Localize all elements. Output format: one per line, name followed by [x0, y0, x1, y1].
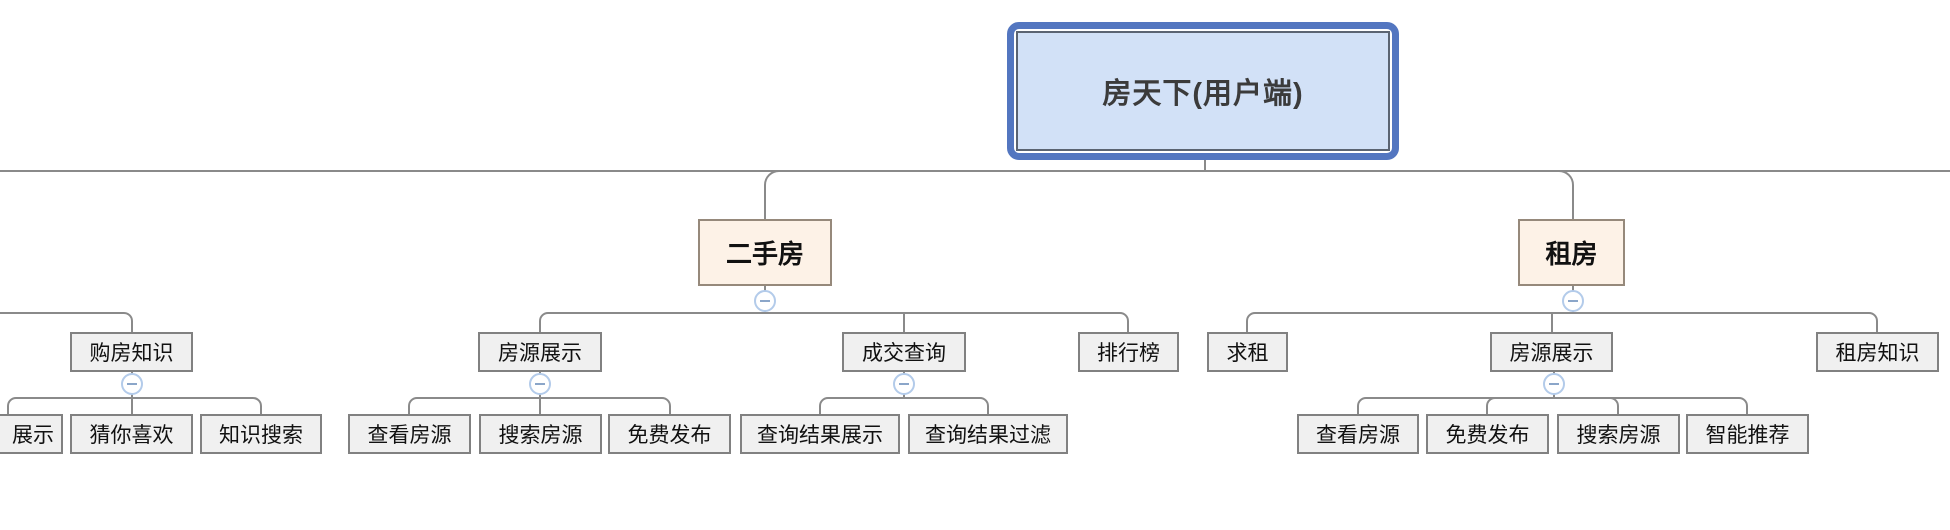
collapse-button-rent-listing[interactable] [1543, 373, 1565, 395]
node-sh-view-listing[interactable]: 查看房源 [348, 414, 471, 454]
node-rent-free-post[interactable]: 免费发布 [1426, 414, 1549, 454]
elbow-query-result-display [819, 397, 904, 414]
minus-icon [899, 383, 909, 385]
root-selection-ring: 房天下(用户端) [1007, 22, 1399, 160]
minus-icon [127, 383, 137, 385]
minus-icon [1549, 383, 1559, 385]
node-rent-knowledge[interactable]: 租房知识 [1816, 332, 1939, 372]
minus-icon [760, 300, 770, 302]
elbow-partial-display [7, 397, 132, 414]
minus-icon [1568, 300, 1578, 302]
elbow-sh-view [408, 397, 540, 414]
node-rent-listing-display[interactable]: 房源展示 [1490, 332, 1613, 372]
elbow-sh-free-post [540, 397, 671, 414]
collapse-button-secondhand[interactable] [754, 290, 776, 312]
node-partial-display[interactable]: 展示 [0, 414, 63, 454]
elbow-rent-view [1357, 397, 1554, 414]
drop-rent [1558, 170, 1574, 219]
node-rent-search-listing[interactable]: 搜索房源 [1557, 414, 1680, 454]
node-sh-listing-display[interactable]: 房源展示 [478, 332, 602, 372]
node-sh-free-post[interactable]: 免费发布 [608, 414, 731, 454]
node-seek-rent[interactable]: 求租 [1207, 332, 1288, 372]
collapse-button-buy-knowledge[interactable] [121, 373, 143, 395]
collapse-button-sh-listing[interactable] [529, 373, 551, 395]
node-buy-knowledge[interactable]: 购房知识 [70, 332, 193, 372]
span-left-branch [0, 312, 133, 332]
span-secondhand [539, 312, 1129, 332]
drop-secondhand [764, 170, 780, 219]
node-rent-house[interactable]: 租房 [1518, 219, 1625, 286]
node-ranking[interactable]: 排行榜 [1078, 332, 1179, 372]
node-secondhand-house[interactable]: 二手房 [698, 219, 832, 286]
node-knowledge-search[interactable]: 知识搜索 [200, 414, 322, 454]
elbow-query-result-filter [904, 397, 989, 414]
elbow-rent-free-post [1486, 397, 1554, 414]
node-rent-view-listing[interactable]: 查看房源 [1297, 414, 1419, 454]
node-root[interactable]: 房天下(用户端) [1016, 31, 1390, 151]
node-query-result-display[interactable]: 查询结果展示 [740, 414, 900, 454]
collapse-button-deal-query[interactable] [893, 373, 915, 395]
node-smart-recommend[interactable]: 智能推荐 [1686, 414, 1809, 454]
minus-icon [535, 383, 545, 385]
node-guess-you-like[interactable]: 猜你喜欢 [70, 414, 193, 454]
node-sh-search-listing[interactable]: 搜索房源 [479, 414, 602, 454]
elbow-smart-recommend [1554, 397, 1748, 414]
node-deal-query[interactable]: 成交查询 [842, 332, 966, 372]
node-query-result-filter[interactable]: 查询结果过滤 [908, 414, 1068, 454]
span-rent [1246, 312, 1878, 332]
elbow-rent-search [1554, 397, 1619, 414]
collapse-button-rent[interactable] [1562, 290, 1584, 312]
elbow-knowledge-search [132, 397, 262, 414]
